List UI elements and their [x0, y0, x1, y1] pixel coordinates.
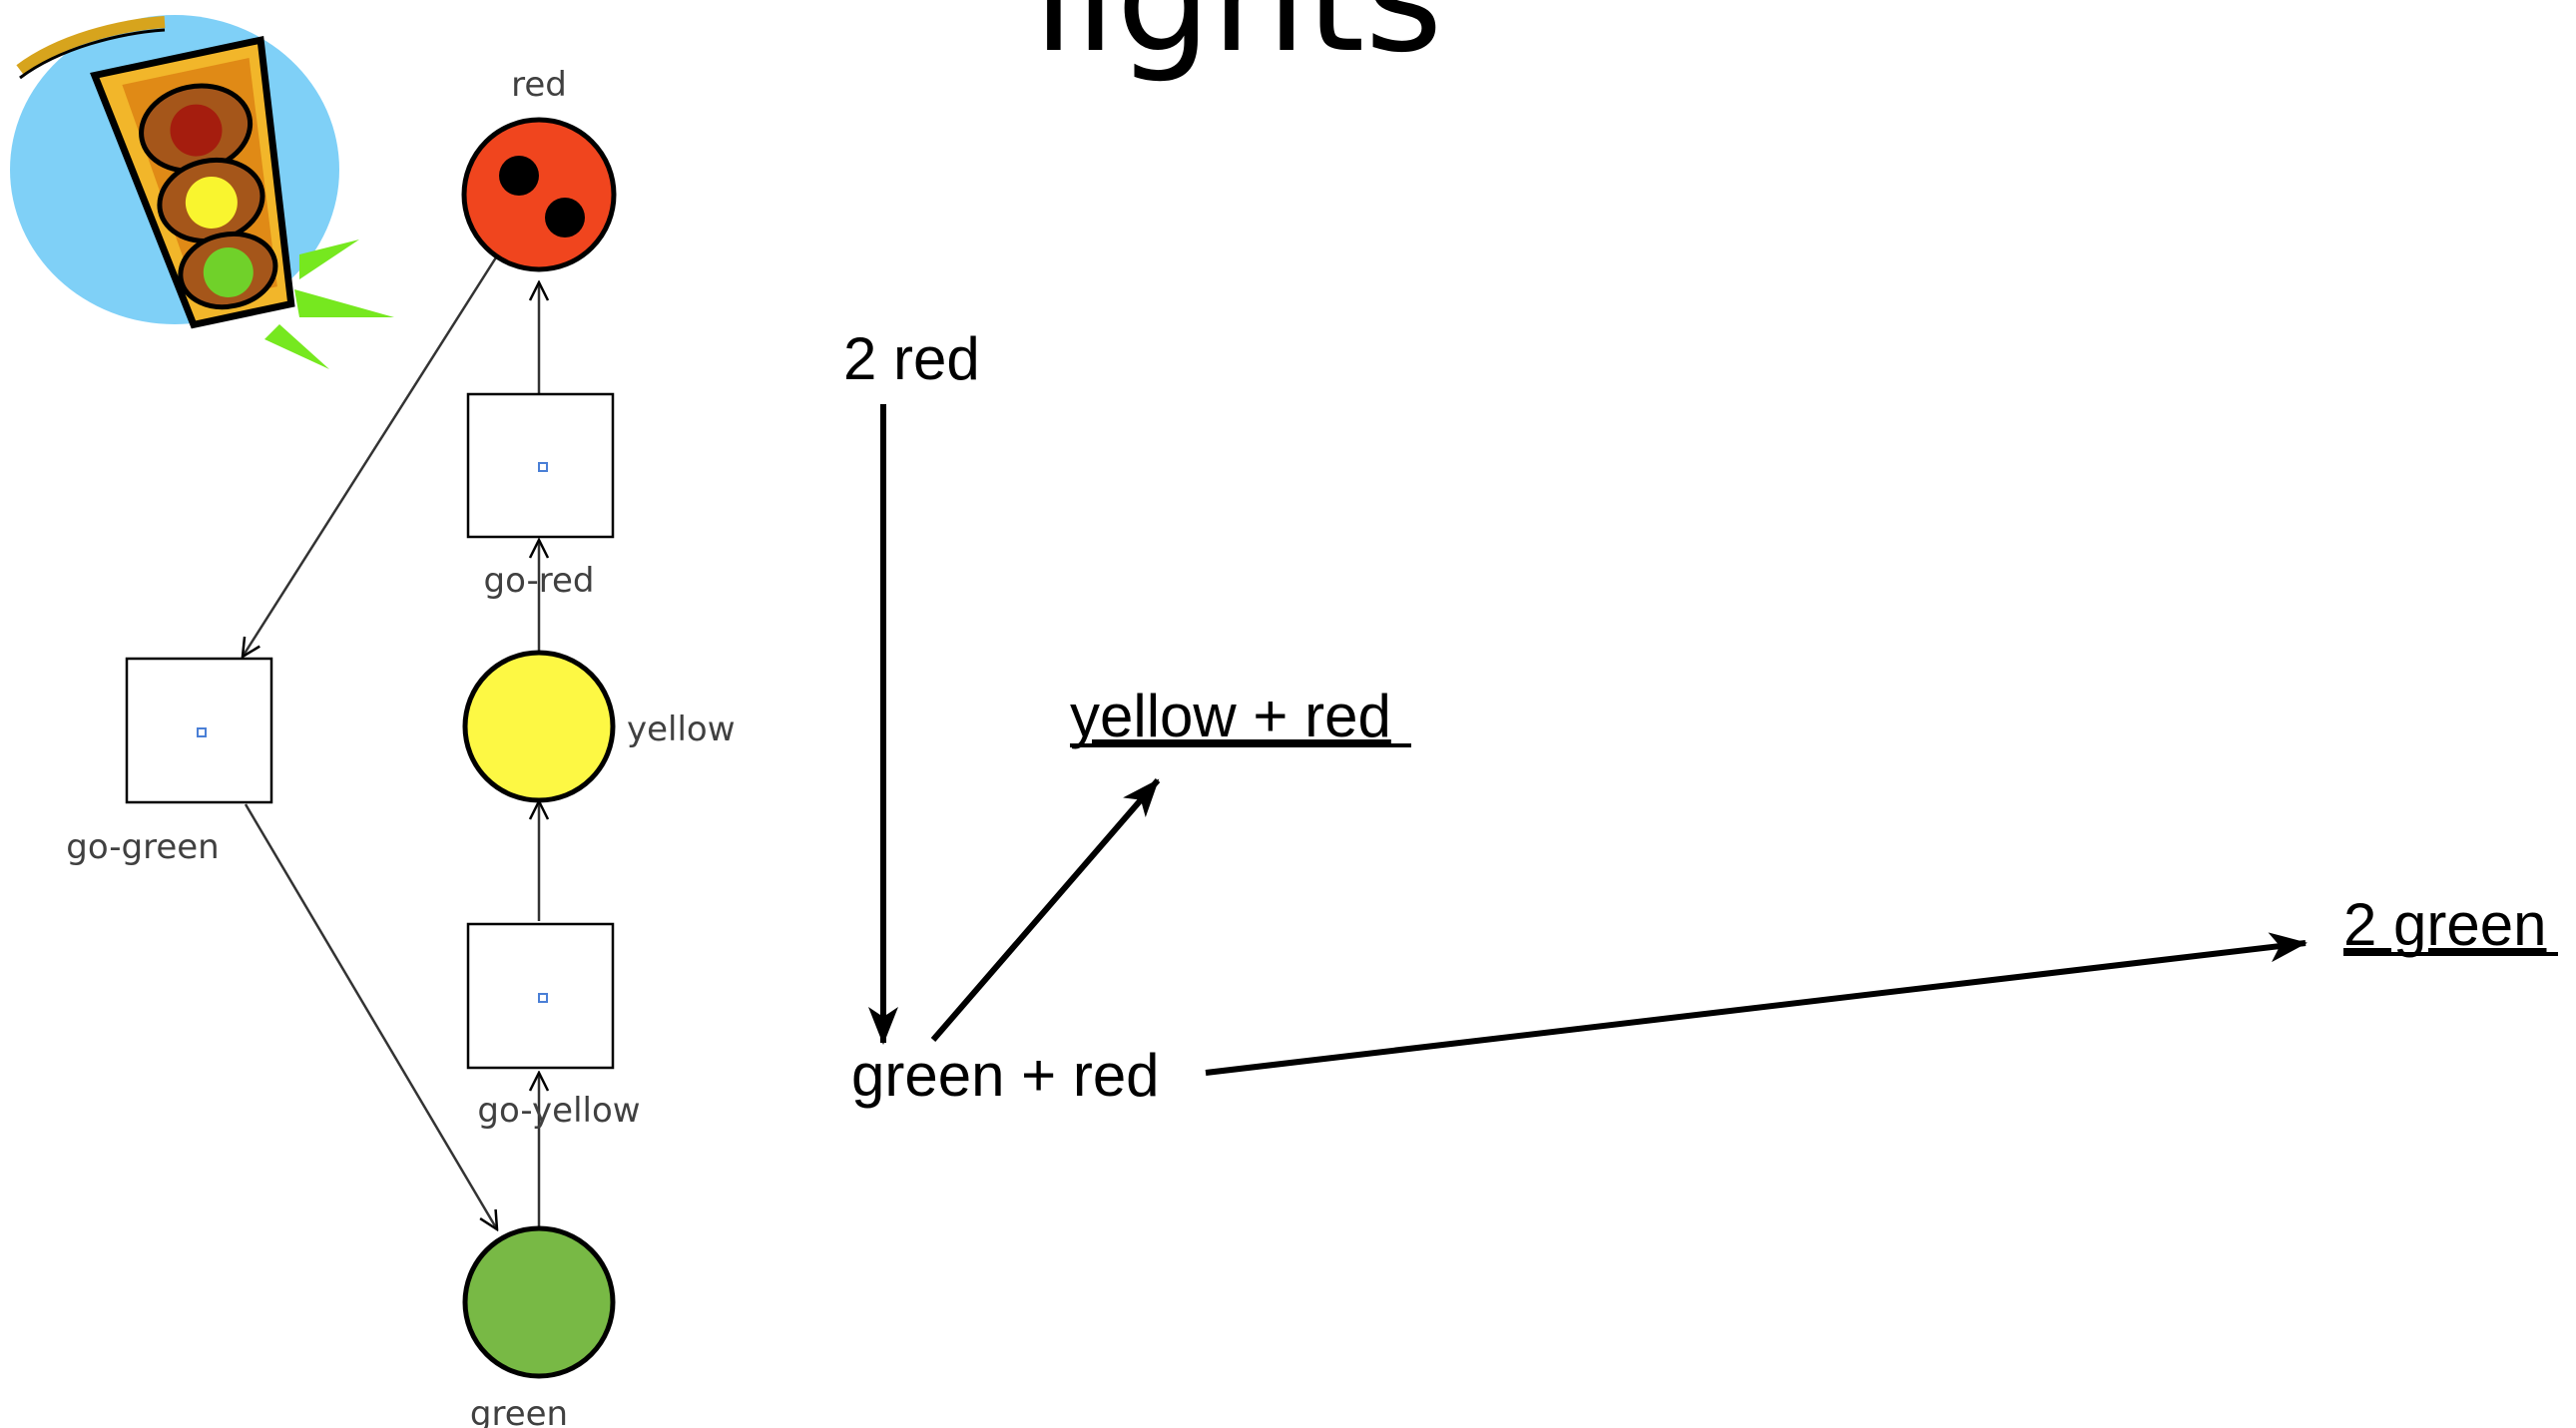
place-yellow: yellow	[462, 650, 736, 803]
state-2-red: 2 red	[843, 325, 980, 392]
place-red: red	[461, 65, 617, 272]
transition-label-go-red: go-red	[483, 561, 594, 601]
arc-go-green-to-green	[244, 803, 497, 1229]
place-label-yellow: yellow	[627, 710, 736, 749]
state-2-green: 2 green	[2343, 891, 2547, 958]
token	[499, 156, 539, 196]
transition-go-yellow: go-yellow	[466, 922, 641, 1131]
token	[545, 198, 585, 238]
transition-label-go-green: go-green	[66, 827, 219, 867]
place-green: green	[462, 1225, 616, 1428]
page-title: lights	[1033, 0, 1443, 86]
edge-greenred-to-2green	[1205, 932, 2308, 1076]
traffic-light-icon	[10, 15, 394, 369]
reachability-arrows	[868, 404, 2308, 1076]
state-yellow-red: yellow + red	[1070, 683, 1391, 749]
state-green-red: green + red	[851, 1042, 1160, 1109]
arc-red-to-go-green	[243, 256, 498, 657]
place-label-green: green	[470, 1394, 568, 1428]
transition-label-go-yellow: go-yellow	[477, 1091, 640, 1131]
transition-go-red: go-red	[466, 392, 615, 601]
transition-go-green: go-green	[66, 657, 273, 867]
place-label-red: red	[511, 65, 567, 105]
edge-greenred-to-yellowred	[930, 778, 1161, 1042]
petri-net-arcs	[243, 256, 539, 1229]
